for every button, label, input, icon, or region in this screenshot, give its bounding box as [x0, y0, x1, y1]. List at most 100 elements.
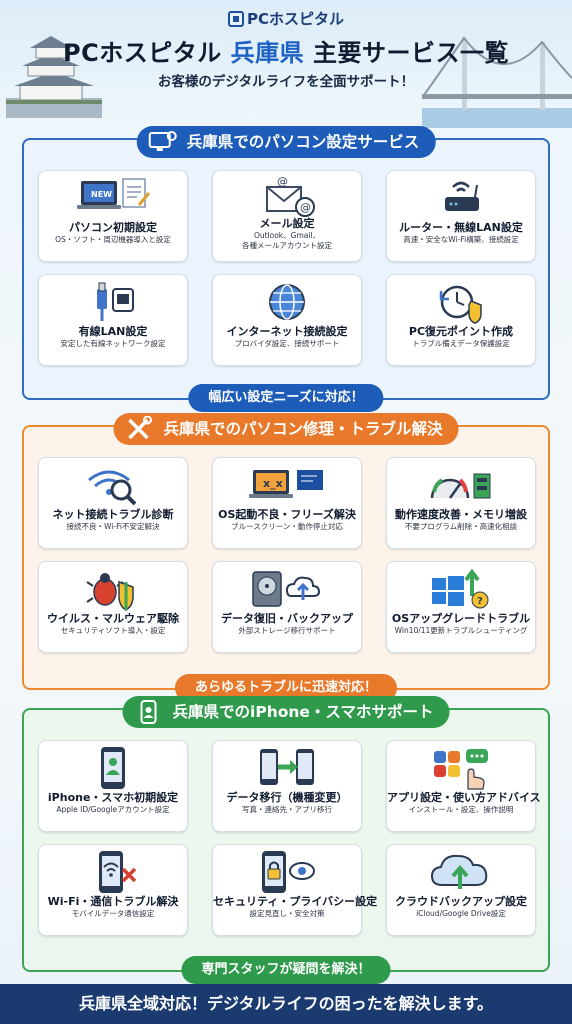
- section-footer: 幅広い設定ニーズに対応！: [188, 384, 384, 412]
- service-card[interactable]: アプリ設定・使い方アドバイス インストール・設定、操作説明: [386, 740, 541, 832]
- section-heading-text: 兵庫県でのパソコン設定サービス: [186, 133, 420, 151]
- card-title: パソコン初期設定: [69, 221, 157, 234]
- section-pc-setup: 兵庫県でのパソコン設定サービス NEW パソコン初期設定 OS・ソフト・周辺機器…: [22, 126, 550, 412]
- service-card[interactable]: NEW パソコン初期設定 OS・ソフト・周辺機器導入と設定: [38, 170, 188, 262]
- card-subtitle: 安定した有線ネットワーク設定: [60, 339, 166, 348]
- service-card[interactable]: データ移行（機種変更） 写真・連絡先・アプリ移行: [212, 740, 362, 832]
- service-card[interactable]: 動作速度改善・メモリ増設 不要プログラム削除・高速化相談: [386, 457, 536, 549]
- card-subtitle: モバイルデータ通信設定: [71, 909, 155, 918]
- service-card[interactable]: @@ メール設定 Outlook、Gmail、 各種メールアカウント設定: [212, 170, 362, 262]
- card-title: インターネット接続設定: [226, 325, 348, 338]
- cloud-upload-icon: [430, 854, 488, 889]
- section-heading: 兵庫県でのiPhone・スマホサポート: [122, 696, 450, 728]
- service-card[interactable]: iPhone・スマホ初期設定 Apple ID/Googleアカウント設定: [38, 740, 188, 832]
- virus-shield-icon: [86, 573, 134, 611]
- card-title: ルーター・無線LAN設定: [399, 221, 523, 234]
- card-grid: ネット接続トラブル診断 接続不良・Wi-Fi不安定解決 x_x OS起動不良・フ…: [38, 457, 536, 653]
- phone-wifi-error-icon: [99, 851, 137, 893]
- card-title: iPhone・スマホ初期設定: [47, 791, 179, 804]
- apps-tap-icon: [434, 749, 488, 790]
- service-card[interactable]: ? OSアップグレードトラブル Win10/11更新トラブルシューティング: [386, 561, 536, 653]
- section-heading-text: 兵庫県でのiPhone・スマホサポート: [172, 703, 434, 721]
- card-grid: iPhone・スマホ初期設定 Apple ID/Googleアカウント設定 デー…: [38, 740, 541, 936]
- card-subtitle: OS・ソフト・周辺機器導入と設定: [55, 235, 171, 244]
- restore-clock-icon: [439, 285, 482, 324]
- page-subtitle: お客様のデジタルライフを全面サポート！: [157, 74, 415, 90]
- service-card[interactable]: x_x OS起動不良・フリーズ解決 ブルースクリーン・動作停止対応: [212, 457, 362, 549]
- frozen-screen-icon: x_x: [249, 470, 323, 498]
- section-heading: 兵庫県でのパソコン設定サービス: [136, 126, 436, 158]
- card-title: OSアップグレードトラブル: [391, 612, 531, 625]
- svg-text:@: @: [277, 175, 288, 188]
- svg-text:x_x: x_x: [263, 477, 283, 490]
- title-accent: 兵庫県: [230, 39, 305, 67]
- service-card[interactable]: インターネット接続設定 プロバイダ設定、接続サポート: [212, 274, 362, 366]
- card-subtitle: 高速・安全なWi-Fi構築、接続設定: [403, 235, 519, 244]
- svg-text:?: ?: [477, 596, 483, 607]
- svg-text:@: @: [300, 201, 311, 214]
- wrench-screwdriver-icon: [121, 415, 157, 443]
- email-icon: @@: [266, 175, 315, 217]
- service-card[interactable]: ネット接続トラブル診断 接続不良・Wi-Fi不安定解決: [38, 457, 188, 549]
- card-subtitle: セキュリティソフト導入・設定: [60, 626, 166, 635]
- hdd-cloud-icon: [252, 571, 321, 607]
- service-card[interactable]: データ復旧・バックアップ 外部ストレージ移行サポート: [212, 561, 362, 653]
- card-subtitle: 接続不良・Wi-Fi不安定解決: [66, 522, 160, 531]
- card-title: Wi-Fi・通信トラブル解決: [47, 895, 179, 908]
- speedometer-icon: [430, 473, 491, 499]
- card-title: ネット接続トラブル診断: [52, 508, 174, 521]
- card-subtitle: 外部ストレージ移行サポート: [238, 626, 336, 635]
- router-icon: [445, 181, 479, 211]
- bottom-banner: 兵庫県全域対応！デジタルライフの困ったを解決します。: [0, 984, 572, 1024]
- phone-lock-icon: [262, 851, 315, 893]
- svg-text:NEW: NEW: [91, 190, 112, 199]
- card-subtitle: ブルースクリーン・動作停止対応: [231, 522, 343, 531]
- globe-icon: [269, 284, 305, 320]
- section-smartphone-support: 兵庫県でのiPhone・スマホサポート iPhone・スマホ初期設定 Apple…: [22, 696, 550, 984]
- windows-upgrade-icon: ?: [432, 568, 489, 609]
- service-card[interactable]: セキュリティ・プライバシー設定 設定見直し・安全対策: [212, 844, 378, 936]
- card-title: OS起動不良・フリーズ解決: [218, 508, 356, 521]
- section-footer: 専門スタッフが疑問を解決！: [181, 956, 391, 984]
- card-title: 有線LAN設定: [78, 325, 148, 338]
- brand-logo: PCホスピタル: [0, 8, 572, 29]
- akashi-bridge-illustration: [422, 36, 572, 128]
- wifi-search-icon: [88, 470, 137, 506]
- lan-cable-icon: [97, 282, 134, 321]
- phone-support-icon: [131, 698, 167, 726]
- card-title: アプリ設定・使い方アドバイス: [387, 791, 541, 804]
- card-subtitle: 設定見直し・安全対策: [249, 909, 325, 918]
- service-card[interactable]: ルーター・無線LAN設定 高速・安全なWi-Fi構築、接続設定: [386, 170, 536, 262]
- phone-transfer-icon: [260, 749, 314, 785]
- card-title: データ復旧・バックアップ: [221, 612, 353, 625]
- service-card[interactable]: ウイルス・マルウェア駆除 セキュリティソフト導入・設定: [38, 561, 188, 653]
- service-card[interactable]: 有線LAN設定 安定した有線ネットワーク設定: [38, 274, 188, 366]
- himeji-castle-illustration: [6, 36, 102, 118]
- service-card[interactable]: クラウドバックアップ設定 iCloud/Google Drive設定: [386, 844, 536, 936]
- card-subtitle: iCloud/Google Drive設定: [416, 909, 506, 918]
- laptop-new-icon: NEW: [77, 178, 151, 209]
- card-title: クラウドバックアップ設定: [395, 895, 527, 908]
- section-pc-repair: 兵庫県でのパソコン修理・トラブル解決 ネット接続トラブル診断 接続不良・Wi-F…: [22, 413, 550, 702]
- title-suffix: 主要サービス一覧: [304, 39, 509, 67]
- service-card[interactable]: PC復元ポイント作成 トラブル備えデータ保護設定: [386, 274, 536, 366]
- card-subtitle: Outlook、Gmail、 各種メールアカウント設定: [242, 231, 332, 250]
- phone-user-icon: [101, 747, 125, 789]
- monitor-gear-icon: [145, 128, 181, 156]
- card-subtitle: 不要プログラム削除・高速化相談: [404, 522, 518, 531]
- card-title: ウイルス・マルウェア駆除: [47, 612, 179, 625]
- section-heading-text: 兵庫県でのパソコン修理・トラブル解決: [163, 420, 443, 438]
- title-prefix: PCホスピタル: [63, 39, 231, 67]
- card-grid: NEW パソコン初期設定 OS・ソフト・周辺機器導入と設定 @@ メール設定 O…: [38, 170, 536, 366]
- card-title: セキュリティ・プライバシー設定: [213, 895, 378, 908]
- card-subtitle: プロバイダ設定、接続サポート: [234, 339, 340, 348]
- card-title: PC復元ポイント作成: [408, 325, 514, 338]
- page-title: PCホスピタル 兵庫県 主要サービス一覧: [0, 33, 572, 68]
- card-subtitle: Win10/11更新トラブルシューティング: [394, 626, 528, 635]
- service-card[interactable]: Wi-Fi・通信トラブル解決 モバイルデータ通信設定: [38, 844, 188, 936]
- card-title: データ移行（機種変更）: [226, 791, 348, 804]
- card-subtitle: Apple ID/Googleアカウント設定: [56, 805, 170, 814]
- header: PCホスピタル PCホスピタル 兵庫県 主要サービス一覧 お客様のデジタルライフ…: [0, 0, 572, 128]
- pc-logo-icon: [227, 11, 244, 27]
- card-subtitle: 写真・連絡先・アプリ移行: [242, 805, 332, 814]
